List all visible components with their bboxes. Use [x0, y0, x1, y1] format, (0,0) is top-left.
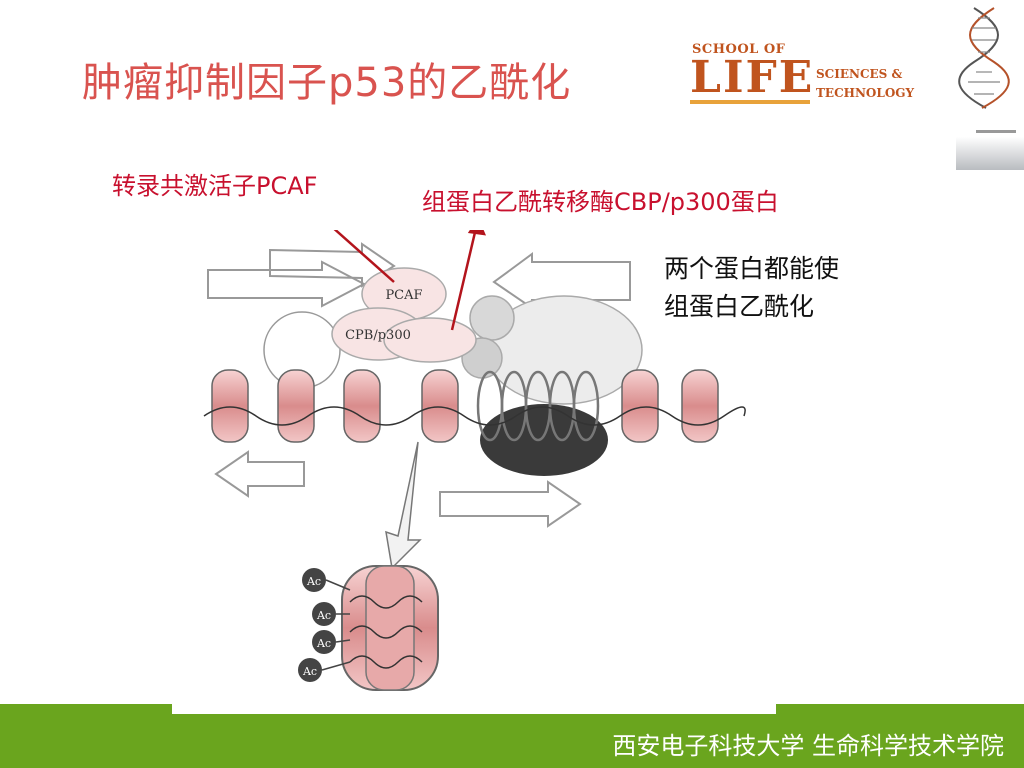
nucleosome	[277, 369, 315, 443]
note-line-2: 组蛋白乙酰化	[664, 292, 815, 321]
cbp-pointer-arrow	[450, 230, 477, 331]
chromatin-fiber	[203, 369, 746, 443]
footer-notch	[172, 704, 776, 714]
pcaf-pointer-arrow	[333, 230, 395, 283]
acetylated-nucleosome	[341, 565, 439, 691]
acetyl-group	[302, 568, 326, 592]
nucleosome	[621, 369, 659, 443]
footer-bar	[0, 704, 1024, 768]
acetyl-group	[312, 630, 336, 654]
acetyl-groups: Ac Ac Ac Ac	[298, 568, 351, 682]
logo-school-text: SCHOOL OF	[692, 42, 786, 57]
acetyl-group	[312, 602, 336, 626]
nucleosome	[211, 369, 249, 443]
note-line-1: 两个蛋白都能使	[664, 254, 840, 283]
slide-title: 肿瘤抑制因子p53的乙酰化	[82, 60, 572, 106]
logo-underline	[690, 100, 810, 104]
pcaf-label: 转录共激活子PCAF	[112, 172, 318, 200]
pcaf-protein-label: PCAF	[385, 288, 422, 303]
acetyl-label: Ac	[302, 665, 317, 678]
logo-sciences-text: SCIENCES &	[816, 67, 903, 81]
outgoing-arrow-right	[439, 480, 582, 528]
outgoing-arrow-left	[214, 450, 305, 498]
nucleosome	[421, 369, 459, 443]
acetyl-label: Ac	[306, 575, 321, 588]
incoming-arrow-right	[492, 252, 631, 310]
explanatory-note: 两个蛋白都能使 组蛋白乙酰化	[664, 250, 839, 326]
cbp-p300-label: 组蛋白乙酰转移酶CBP/p300蛋白	[422, 188, 779, 216]
incoming-arrow-left	[207, 260, 367, 308]
dna-coils	[476, 370, 600, 442]
logo-life-text: LIFE	[690, 52, 815, 103]
logo-technology-text: TECHNOLOGY	[816, 86, 915, 100]
nucleosome	[343, 369, 381, 443]
histone-acetylation-diagram: PCAF CPB/p300	[203, 230, 746, 691]
school-logo: SCHOOL OF LIFE SCIENCES & TECHNOLOGY	[688, 40, 948, 110]
cofactor-protein	[469, 295, 515, 341]
nucleosome	[681, 369, 719, 443]
acetyl-group	[298, 658, 322, 682]
acetyl-label: Ac	[316, 609, 331, 622]
cbp-protein-label: CPB/p300	[345, 328, 411, 343]
footer-institution: 西安电子科技大学 生命科学技术学院	[612, 732, 1004, 760]
dna-helix-icon	[956, 7, 1024, 170]
zoom-arrow	[385, 441, 422, 570]
acetyl-label: Ac	[316, 637, 331, 650]
